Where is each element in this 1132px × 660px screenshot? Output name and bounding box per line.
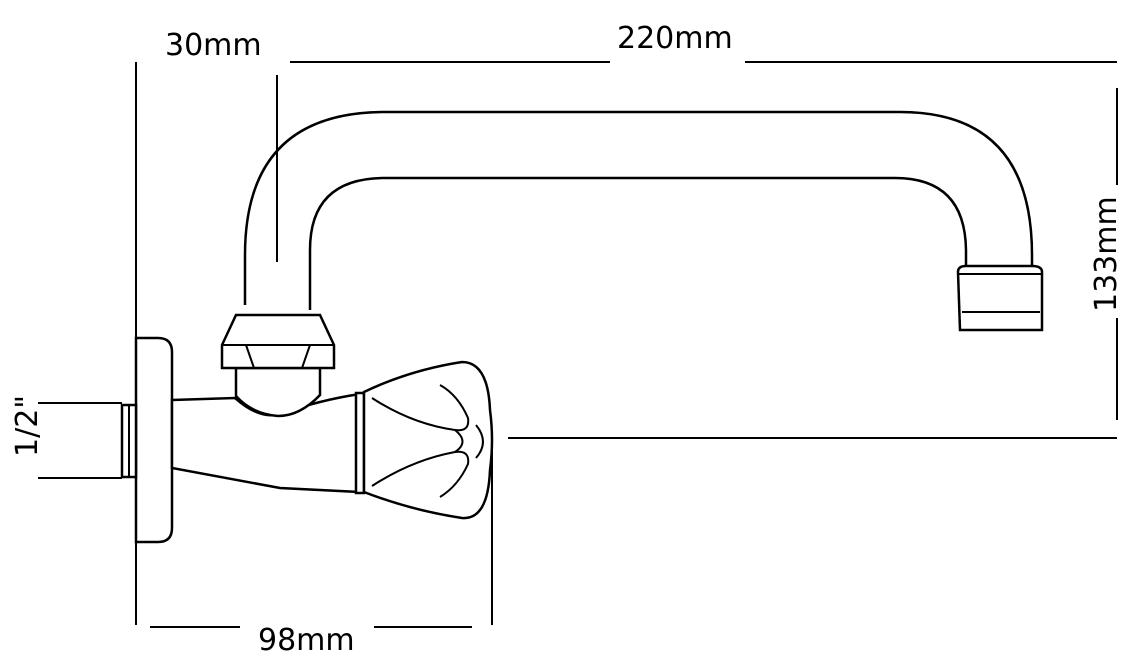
dimension-lines: [38, 61, 1118, 628]
stem-connector: [234, 366, 322, 418]
handle-center: [454, 424, 484, 459]
height-label: 133mm: [1089, 196, 1124, 312]
aerator: [956, 264, 1044, 332]
hex-nut: [220, 313, 336, 370]
handle-lower-lobe: [371, 450, 470, 498]
flange-plate: [134, 336, 174, 544]
offset-label: 30mm: [165, 28, 262, 63]
valve-body: [170, 313, 366, 495]
reach-label: 220mm: [617, 21, 733, 56]
spout: [243, 110, 1044, 332]
thread-size-label: 1/2": [10, 395, 45, 457]
spout-outer: [243, 110, 1034, 305]
wall-flange: [120, 336, 174, 544]
handle-upper-lobe: [371, 384, 470, 432]
spout-inner: [308, 176, 968, 310]
hex-nut-flat: [245, 344, 311, 369]
star-handle[interactable]: [362, 360, 494, 520]
handle-body[interactable]: [362, 360, 494, 520]
depth-label: 98mm: [258, 623, 355, 658]
